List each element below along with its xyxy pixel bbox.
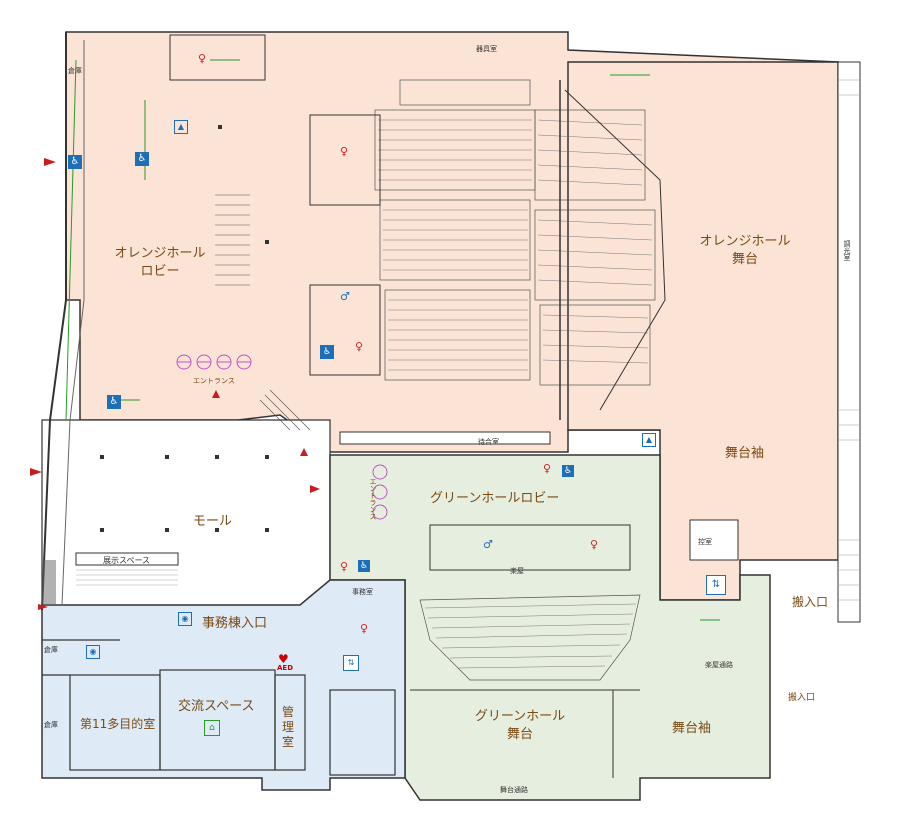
orange-wing-label: 舞台袖	[725, 446, 765, 461]
toilet-icon: ♀	[590, 538, 599, 551]
toilet-icon: ♀	[355, 340, 364, 353]
nursing-icon: ⌂	[204, 720, 220, 736]
green-hall-stage-label: グリーンホール 舞台	[465, 708, 575, 744]
entrance-orange-label: エントランス	[193, 377, 235, 385]
orange-seat-rows	[378, 119, 653, 371]
green-lobby-label: グリーンホールロビー	[430, 491, 560, 506]
meeting-room-label: 第11多目的室	[80, 717, 156, 731]
wheelchair-icon: ♿	[135, 152, 149, 166]
office-room-label: 事務室	[352, 588, 373, 596]
wheelchair-icon: ♿	[107, 395, 121, 409]
control-label: 調光室	[843, 240, 851, 261]
mall-pillars	[100, 125, 269, 532]
west-wall-inner	[61, 40, 85, 606]
orange-lobby-line2: ロビー	[140, 264, 180, 279]
admin-room-char2: 理	[281, 720, 294, 734]
exchange-space-label: 交流スペース	[178, 699, 255, 714]
green-lobby-bar	[339, 431, 551, 445]
admin-room-char1: 管	[281, 705, 294, 719]
storage-left2-label: 倉庫	[44, 721, 58, 729]
orange-entrance-doors	[176, 354, 252, 370]
green-stage-line1: グリーンホール	[474, 709, 566, 724]
restroom-block-top	[169, 34, 266, 81]
equip-room-label: 器具室	[476, 45, 497, 53]
green-entrance-doors	[372, 464, 388, 520]
carry-in-label-2: 搬入口	[788, 693, 816, 703]
west-wall	[41, 32, 67, 611]
stage-curve	[564, 89, 666, 411]
admin-room-char3: 室	[281, 735, 294, 749]
elevator-icon: ▲	[642, 433, 656, 447]
aed-label: AED	[277, 664, 294, 672]
toilet-icon: ♂	[340, 290, 350, 303]
green-hall-seats	[419, 594, 641, 681]
orange-hall-stage-label: オレンジホール 舞台	[690, 233, 800, 269]
office-walls	[42, 639, 396, 776]
green-restroom-block	[429, 524, 631, 571]
orange-hall-seats	[374, 79, 656, 386]
wheelchair-icon: ♿	[562, 465, 574, 477]
toilet-icon: ♀	[198, 52, 207, 65]
waiting2-label: 楽屋	[510, 567, 524, 575]
waiting-label: 待合室	[478, 438, 499, 446]
elevator-icon: ▲	[174, 120, 188, 134]
restroom-block-mid	[309, 114, 381, 206]
restroom-block-low	[309, 284, 381, 376]
toilet-icon: ♀	[340, 560, 349, 573]
orange-stage-line1: オレンジホール	[699, 234, 791, 249]
toilet-icon: ♀	[360, 622, 369, 635]
side-room-label: 控室	[698, 538, 712, 546]
nursing-icon: ◉	[86, 645, 100, 659]
aed-icon: ♥	[278, 652, 289, 666]
green-stage-line2: 舞台	[506, 727, 533, 742]
orange-lobby-line1: オレンジホール	[114, 246, 206, 261]
elevator-icon: ⇅	[343, 655, 359, 671]
wheelchair-icon: ♿	[68, 155, 82, 169]
entry-arrow-icons	[30, 158, 320, 610]
hatched-block	[42, 560, 56, 605]
exhibit-space-label: 展示スペース	[103, 556, 151, 565]
nursing-icon: ◉	[178, 612, 192, 626]
mall-label: モール	[193, 514, 233, 529]
lobby-stairs	[215, 194, 311, 431]
orange-stage-line2: 舞台	[731, 252, 758, 267]
wheelchair-icon: ♿	[358, 560, 370, 572]
office-zone	[41, 579, 406, 791]
admin-room-label: 管 理 室	[279, 705, 297, 750]
storage-left1-label: 倉庫	[44, 646, 58, 654]
elevator-icon: ⇅	[706, 575, 726, 595]
stage-door-label: 舞台通路	[500, 786, 528, 794]
toilet-icon: ♿	[320, 345, 334, 359]
evacuation-arrows	[110, 59, 720, 621]
passage-label: 楽屋通路	[705, 661, 733, 669]
storage-top-label: 倉庫	[68, 67, 82, 75]
orange-hall-lobby-label: オレンジホール ロビー	[110, 245, 210, 281]
entrance-green-label: エントランス	[369, 478, 377, 520]
green-wing-label: 舞台袖	[672, 721, 712, 736]
toilet-icon: ♀	[543, 462, 552, 475]
exhibit-space-box	[75, 552, 179, 566]
toilet-icon: ♀	[340, 145, 349, 158]
office-entrance-label: 事務棟入口	[202, 616, 268, 631]
carry-in-label-1: 搬入口	[792, 595, 829, 609]
east-corridor	[837, 61, 861, 623]
stage-door-room	[689, 519, 739, 561]
toilet-icon: ♂	[483, 538, 493, 551]
